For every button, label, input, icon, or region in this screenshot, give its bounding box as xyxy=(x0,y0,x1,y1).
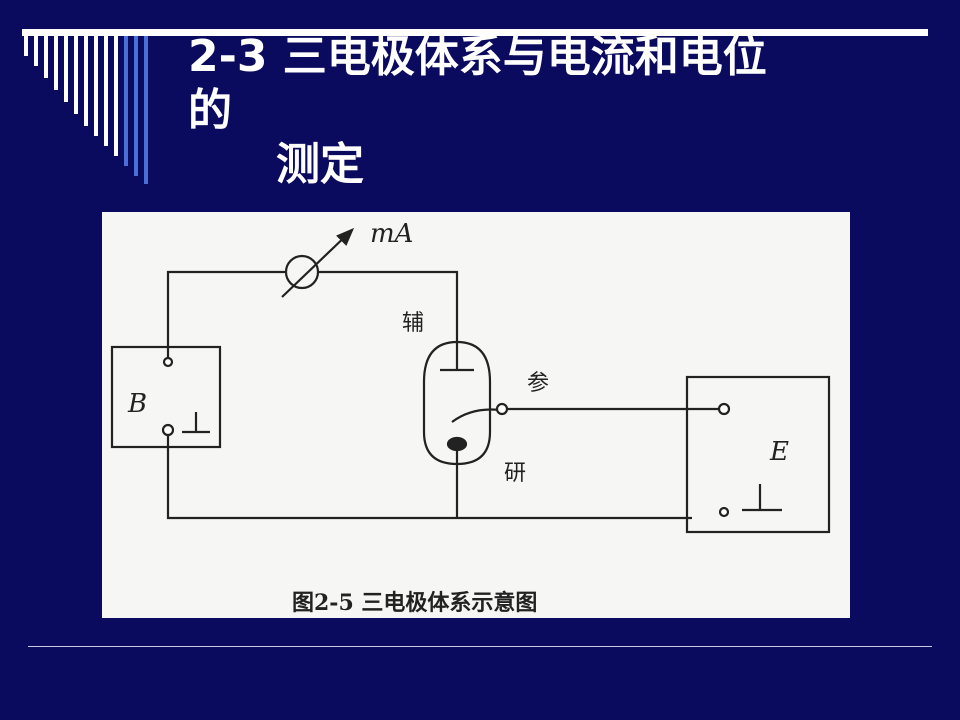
stripe xyxy=(64,36,68,102)
box-b-bottom-terminal xyxy=(161,423,175,437)
box-e-top-terminal xyxy=(717,402,731,416)
ref-terminal xyxy=(495,402,509,416)
box-e-bottom-terminal xyxy=(718,506,730,518)
stripe xyxy=(34,36,38,66)
stripe xyxy=(134,36,138,176)
stripe xyxy=(124,36,128,166)
box-b-top-terminal xyxy=(162,356,174,368)
top-wire xyxy=(166,270,287,357)
three-electrode-diagram: mA B E 辅 参 研 图2-5 三电极体系示意图 xyxy=(102,212,850,618)
top-wire-right xyxy=(317,270,459,347)
ammeter-arrow xyxy=(336,227,355,246)
stripe xyxy=(24,36,28,56)
stripe xyxy=(94,36,98,136)
top-rule xyxy=(22,29,928,36)
stripe xyxy=(114,36,118,156)
title-line-3: 测定 xyxy=(276,139,364,190)
ref-capillary xyxy=(451,408,501,423)
ref-label: 参 xyxy=(527,371,549,396)
circuit-drawing: mA B E 辅 参 研 图2-5 三电极体系示意图 xyxy=(110,219,831,616)
work-electrode xyxy=(446,436,468,452)
box-b-label: B xyxy=(127,389,147,419)
box-e-label: E xyxy=(769,437,789,467)
stripe xyxy=(144,36,148,184)
bottom-wire xyxy=(166,435,692,520)
slide-title: 2-3 三电极体系与电流和电位 的 测定 xyxy=(188,30,868,192)
ammeter-circle xyxy=(284,254,320,290)
ammeter-needle xyxy=(281,229,353,298)
meter-label: mA xyxy=(370,219,413,249)
stripe xyxy=(104,36,108,146)
title-line-2: 的 xyxy=(188,85,232,136)
stripe xyxy=(84,36,88,126)
work-label: 研 xyxy=(504,461,526,486)
stripe xyxy=(54,36,58,90)
title-line-1: 2-3 三电极体系与电流和电位 xyxy=(188,31,767,82)
figure-caption: 图2-5 三电极体系示意图 xyxy=(292,590,537,616)
cell-body xyxy=(422,340,492,466)
stripe xyxy=(74,36,78,114)
bottom-rule xyxy=(28,646,932,647)
aux-label: 辅 xyxy=(402,311,424,336)
box-b xyxy=(110,345,222,449)
box-e xyxy=(685,375,831,534)
stripe xyxy=(44,36,48,78)
